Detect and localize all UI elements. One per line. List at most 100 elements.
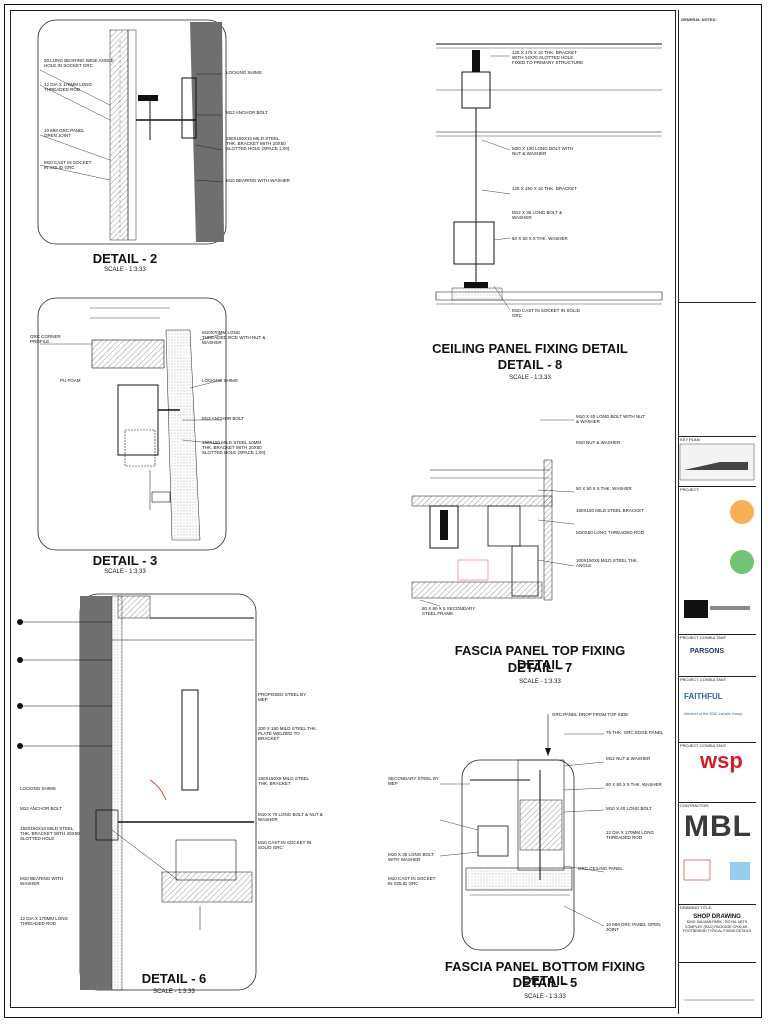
d8-label-4: M12 X 35 LONG BOLT & WASHER <box>512 210 563 220</box>
d3-label-4: LOCKING SHIMS <box>202 378 238 383</box>
general-notes: GENERAL NOTES: <box>681 17 754 22</box>
detail-6-scale: SCALE - 1:3.33 <box>153 989 195 995</box>
tb-divider-contractor <box>678 802 756 803</box>
mbl-logo: MBL <box>684 810 752 843</box>
drawing-subtitle: KING SALMAN PARK - ROYAL ARTS COMPLEX (R… <box>682 920 752 934</box>
d5-label-10: GRC CEILING PANEL <box>578 866 623 871</box>
tb-divider-keyplan <box>678 436 756 437</box>
notes-heading: GENERAL NOTES: <box>681 17 717 22</box>
detail-5-drawing <box>439 714 605 951</box>
d5-label-8: M10 X 35 LONG BOLT WITH WASHER <box>388 852 434 862</box>
d5-label-1: GRC PANEL DROP FROM TOP SIDE <box>552 712 629 717</box>
detail-5-scale: SCALE - 1:3.33 <box>524 994 566 1000</box>
d7-label-6: 100X150X8 MILD STEEL THK. ANGLE <box>576 558 639 568</box>
detail-6-title: DETAIL - 6 <box>141 971 207 986</box>
d6-label-9: M10 X 70 LONG BOLT & NUT & WASHER <box>258 812 323 822</box>
project-consultant-label-3: PROJECT CONSULTANT <box>680 743 727 748</box>
d2-label-1: 50 LONG BEARING WIDE ANGLE HOLE IN SOCKE… <box>44 58 114 68</box>
tb-divider-title <box>678 904 756 905</box>
project-label: PROJECT: <box>680 487 700 492</box>
d5-label-2: 75 THK. GRC EDGE PANEL <box>606 730 664 735</box>
d2-label-3: 10 MM GRC PANEL OPEN JOINT <box>44 128 85 138</box>
detail-6-drawing <box>17 593 257 991</box>
d5-label-9: M10 CAST IN SOCKET IN SOLID GRC <box>388 876 436 886</box>
tb-divider-number <box>678 962 756 963</box>
d6-label-8: 150X150X6 MILD STEEL THK. BRACKET <box>258 776 309 786</box>
tb-divider-consultant-3 <box>678 742 756 743</box>
project-consultant-label-1: PROJECT CONSULTANT <box>680 635 727 640</box>
d6-label-2: M12 ANCHOR BOLT <box>20 806 62 811</box>
detail-5-title: FASCIA PANEL BOTTOM FIXING DETAIL <box>444 959 646 988</box>
tb-divider-consultant-2 <box>678 676 756 677</box>
titleblock <box>678 10 756 1014</box>
titleblock-graphics <box>679 443 755 1001</box>
detail-8-scale: SCALE - 1:3.33 <box>509 375 551 381</box>
d7-label-2: M10 NUT & WASHER <box>576 440 621 445</box>
project-consultant-label-2: PROJECT CONSULTANT <box>680 677 727 682</box>
detail-8-subtitle: DETAIL - 8 <box>497 357 563 372</box>
d3-label-3: M10X70mm LONG THREADED ROD WITH NUT & WA… <box>202 330 266 345</box>
drawing-title-label: DRAWING TITLE: <box>680 905 713 910</box>
d5-label-5: M10 X 40 LONG BOLT <box>606 806 652 811</box>
drawing-frame <box>10 10 676 1008</box>
d3-label-2: PU FOAM <box>60 378 81 383</box>
d8-label-2: M20 X 100 LONG BOLT WITH NUT & WASHER <box>512 146 574 156</box>
d6-label-3: 150X150X10 MILD STEEL THK. BRACKET WITH … <box>20 826 80 841</box>
d6-label-7: 200 X 150 MILD STEEL THK. PLATE WELDED T… <box>258 726 318 741</box>
d3-label-6: 150X150 MILD STEEL 10MM THK. BRACKET WIT… <box>202 440 266 455</box>
d2-label-2: 12 DIA X 170mm LONG THREADED ROD <box>44 82 93 92</box>
detail-7-drawing <box>411 419 575 607</box>
d2-label-7: 150X150X10 MILD STEEL THK. BRACKET WITH … <box>226 136 290 151</box>
d7-label-1: M10 X 40 LONG BOLT WITH NUT & WASHER <box>576 414 646 424</box>
d2-label-8: M10 BEARING WITH WASHER <box>226 178 290 183</box>
fg-logo-tagline: Member of the SNC-Lavalin Group <box>684 712 743 716</box>
tb-divider-revisions <box>678 302 756 303</box>
d3-label-5: M12 ANCHOR BOLT <box>202 416 244 421</box>
contractor-label: CONTRACTOR: <box>680 803 710 808</box>
d6-label-6: PROPOSED STEEL BY MEP <box>258 692 307 702</box>
detail-3-scale: SCALE - 1:3.33 <box>104 569 146 575</box>
key-plan-label: KEY PLAN: <box>680 437 701 442</box>
d8-label-3: 125 X 150 X 10 THK. BRACKET <box>512 186 577 191</box>
d5-label-3: M12 NUT & WASHER <box>606 756 651 761</box>
faithful-gould-logo: FAITHFUL Member of the SNC-Lavalin Group <box>684 690 746 720</box>
d8-label-6: M10 CAST IN SOCKET IN SOLID GRC <box>512 308 580 318</box>
d6-label-10: M10 CAST IN SOCKET IN SOLID GRC <box>258 840 312 850</box>
d8-label-5: 50 X 50 X 5 THK. WASHER <box>512 236 568 241</box>
d6-label-5: 12 DIA X 170mm LONG THREADED ROD <box>20 916 69 926</box>
d3-label-1: GRC CORNER PROFILE <box>30 334 61 344</box>
d5-label-4: 80 X 80 X 5 THK. WASHER <box>606 782 662 787</box>
d8-label-1: 125 X 175 X 10 THK. BRACKET WITH 14X70 S… <box>512 50 584 65</box>
detail-5-subtitle: DETAIL - 5 <box>512 975 578 990</box>
d2-label-6: M12 ANCHOR BOLT <box>226 110 268 115</box>
d7-label-3: 50 X 50 X 5 THK. WASHER <box>576 486 632 491</box>
drawing-title-block: SHOP DRAWING KING SALMAN PARK - ROYAL AR… <box>680 914 754 934</box>
detail-7-subtitle: DETAIL - 7 <box>507 660 573 675</box>
wsp-logo: wsp <box>700 748 743 773</box>
detail-2-drawing <box>37 19 227 245</box>
d6-label-1: LOCKING SHIMS <box>20 786 56 791</box>
d7-label-4: 150X150 MILD STEEL BRACKET <box>576 508 644 513</box>
detail-2-scale: SCALE - 1:3.33 <box>104 267 146 273</box>
fg-logo-text: FAITHFUL <box>684 692 723 701</box>
d5-label-7: SECONDARY STEEL BY MEP <box>388 776 439 786</box>
detail-2-title: DETAIL - 2 <box>92 251 158 266</box>
d6-label-4: M10 BEARING WITH WASHER <box>20 876 64 886</box>
d5-label-6: 12 DIA X 170mm LONG THREADED ROD <box>606 830 655 840</box>
parsons-logo: PARSONS <box>690 648 725 655</box>
d2-label-5: LOCKING SHIMS <box>226 70 262 75</box>
detail-7-scale: SCALE - 1:3.33 <box>519 679 561 685</box>
detail-7-title: FASCIA PANEL TOP FIXING DETAIL <box>454 643 626 672</box>
detail-3-title: DETAIL - 3 <box>92 553 158 568</box>
drawing-sheet-border <box>4 4 762 1018</box>
detail-3-drawing <box>37 297 227 551</box>
detail-8-title: CEILING PANEL FIXING DETAIL <box>432 341 628 356</box>
tb-divider-consultant-1 <box>678 634 756 635</box>
d7-label-5: M10X50 LONG THREADED ROD <box>576 530 644 535</box>
tb-divider-project <box>678 486 756 487</box>
d7-label-7: 80 X 80 X 5 SECONDARY STEEL FRAME <box>422 606 476 616</box>
detail-8-drawing <box>435 43 663 311</box>
drawing-title: SHOP DRAWING <box>693 914 741 920</box>
d5-label-11: 10 MM GRC PANEL OPEN JOINT <box>606 922 661 932</box>
